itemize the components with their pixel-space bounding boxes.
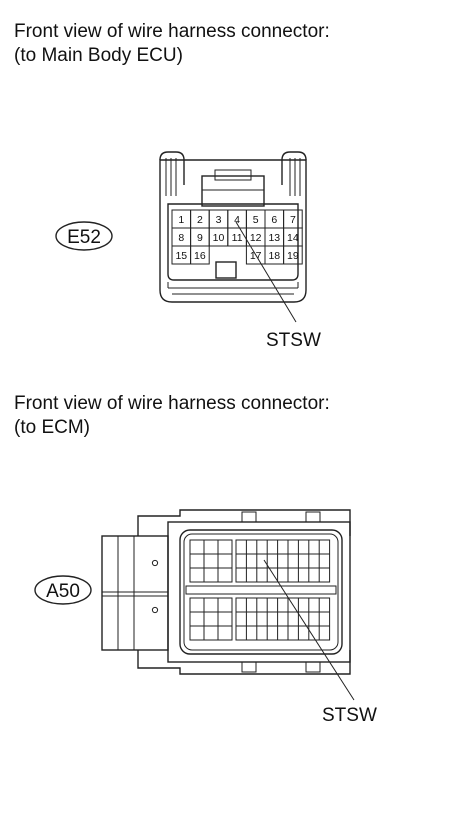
- e52-heading-line2: (to Main Body ECU): [14, 45, 183, 66]
- a50-cavity-block: [235, 539, 331, 583]
- a50-pin-grid: [189, 539, 331, 641]
- a50-heading-line2: (to ECM): [14, 417, 90, 438]
- a50-cavity-block: [189, 597, 233, 641]
- a50-signal-label: STSW: [322, 705, 377, 726]
- e52-pin-number: 18: [268, 250, 280, 262]
- e52-heading: Front view of wire harness connector: (t…: [14, 20, 330, 68]
- a50-heading: Front view of wire harness connector: (t…: [14, 392, 330, 440]
- e52-pin-cell: [190, 245, 210, 265]
- e52-pin-number: 19: [287, 250, 299, 262]
- e52-pin-number: 14: [287, 232, 299, 244]
- a50-callout-line: [263, 559, 355, 701]
- a50-cavity-block: [235, 597, 331, 641]
- e52-pin-number: 15: [175, 250, 187, 262]
- e52-pin-number: 8: [178, 232, 184, 244]
- e52-pin-number: 2: [197, 214, 203, 226]
- e52-pin-number: 7: [290, 214, 296, 226]
- e52-pin-number: 1: [178, 214, 184, 226]
- connector-a50-drawing: A50 STSW: [34, 509, 377, 726]
- a50-tag: A50: [46, 581, 80, 602]
- e52-pin-number: 3: [216, 214, 222, 226]
- e52-pin-number: 5: [253, 214, 259, 226]
- e52-signal-label: STSW: [266, 330, 321, 351]
- e52-pin-number: 17: [250, 250, 262, 262]
- e52-pin-cell: [283, 245, 303, 265]
- a50-tag-oval: [34, 575, 92, 605]
- e52-pin-number: 12: [250, 232, 262, 244]
- a50-cavity-block: [189, 539, 233, 583]
- e52-pin-number: 13: [268, 232, 280, 244]
- e52-pin-number: 9: [197, 232, 203, 244]
- e52-heading-line1: Front view of wire harness connector:: [14, 21, 330, 42]
- a50-heading-line1: Front view of wire harness connector:: [14, 393, 330, 414]
- e52-pin-number: 4: [234, 214, 240, 226]
- e52-callout-line: [235, 221, 297, 323]
- e52-pin-number: 11: [232, 232, 243, 244]
- e52-pin-number: 6: [271, 214, 277, 226]
- e52-tag-oval: [55, 221, 113, 251]
- e52-pin-number: 10: [213, 232, 225, 244]
- e52-pin-number: 16: [194, 250, 206, 262]
- e52-tag: E52: [67, 227, 101, 248]
